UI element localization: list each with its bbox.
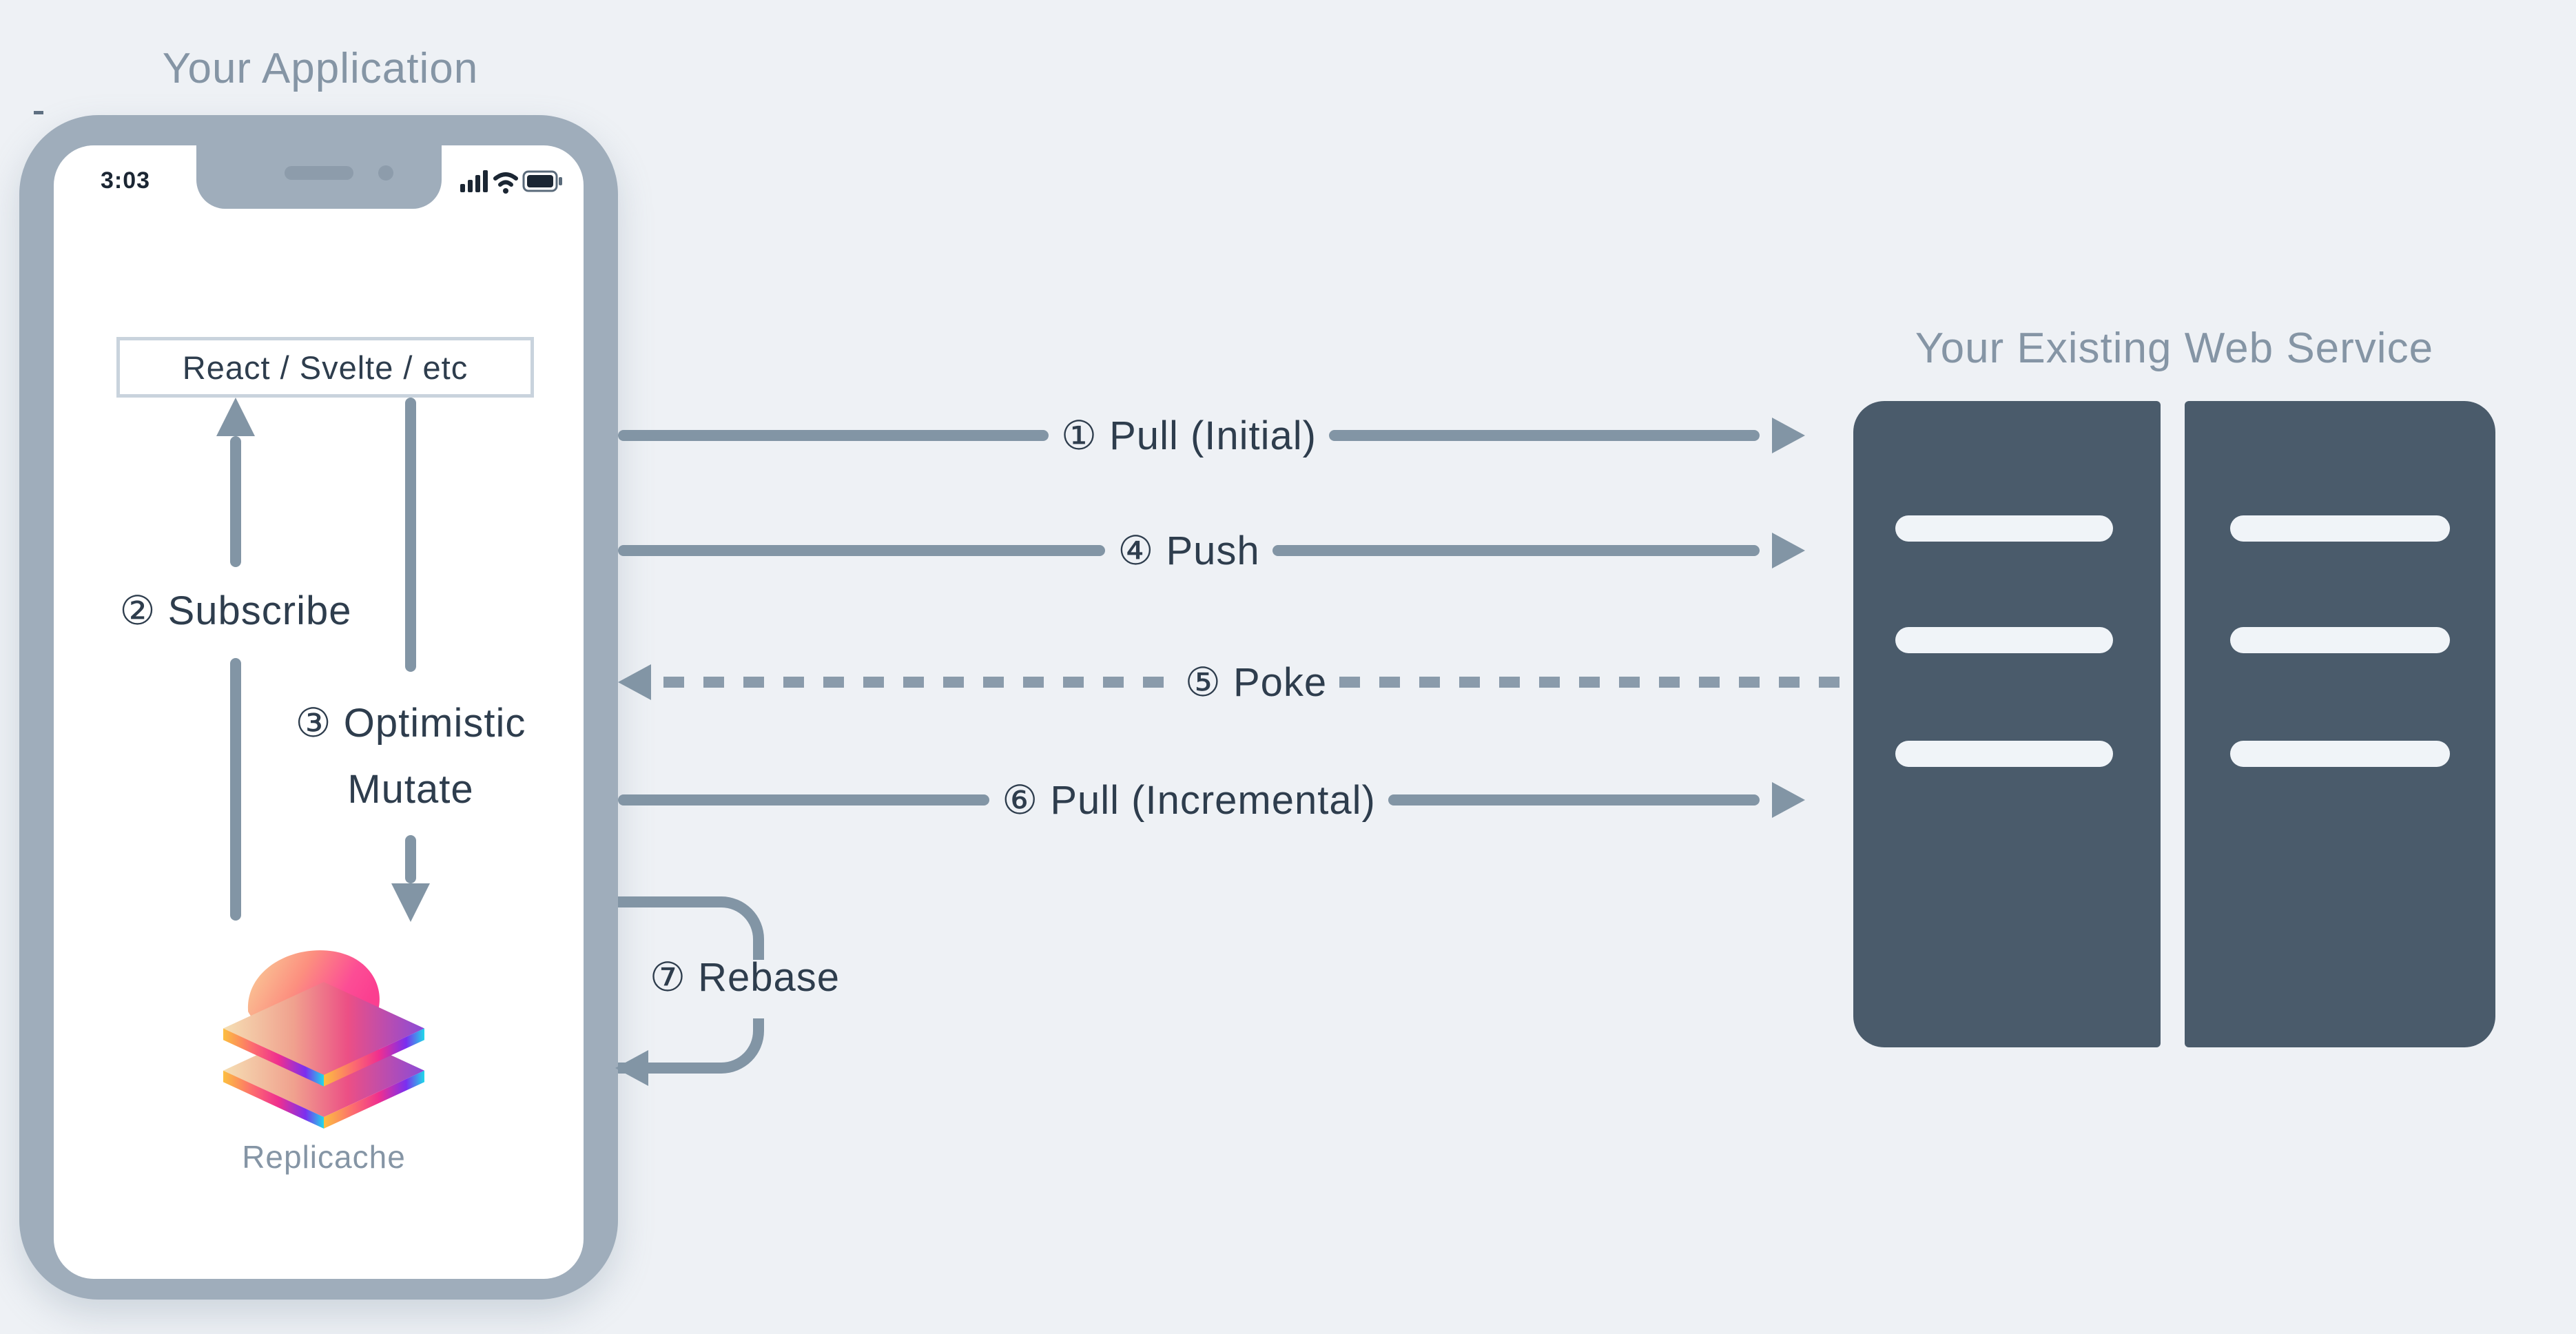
- mutate-arrowhead-icon: [391, 883, 430, 922]
- pull-incremental-label: ⑥ Pull (Incremental): [1002, 778, 1376, 823]
- server-slot: [1895, 741, 2113, 767]
- subscribe-arrowhead-icon: [216, 398, 255, 436]
- push-arrowhead-icon: [1772, 533, 1805, 568]
- push-line: [618, 545, 1106, 556]
- rebase-label: ⑦ Rebase: [650, 955, 841, 1000]
- flow-push: ④ Push: [618, 526, 1805, 575]
- framework-box-label: React / Svelte / etc: [182, 349, 468, 386]
- signal-bars-icon: [460, 170, 488, 192]
- poke-label: ⑤ Poke: [1184, 660, 1328, 705]
- pull-incremental-line: [1388, 794, 1760, 805]
- flow-pull-incremental: ⑥ Pull (Incremental): [618, 775, 1806, 825]
- poke-dashed-line: [663, 677, 1173, 688]
- pull-incremental-arrowhead-icon: [1772, 782, 1806, 818]
- subscribe-arrow-line: [230, 436, 241, 567]
- logo-caption: Replicache: [242, 1139, 406, 1175]
- status-time: 3:03: [101, 167, 151, 194]
- mutate-arrow-line: [405, 835, 416, 883]
- status-icons: [460, 170, 562, 194]
- pull-initial-label: ① Pull (Initial): [1061, 413, 1317, 458]
- flow-poke: ⑤ Poke: [618, 657, 1848, 707]
- rebase-arrowhead-icon: [615, 1050, 648, 1086]
- poke-dashed-line: [1339, 677, 1848, 688]
- server-slot: [2230, 515, 2450, 542]
- mutate-label-line2: Mutate: [347, 767, 474, 812]
- logo-layer-top: [223, 982, 424, 1087]
- mutate-label-line1: ③ Optimistic: [295, 701, 526, 746]
- wifi-dot: [503, 188, 508, 194]
- mutate-label: ③ Optimistic Mutate: [204, 690, 617, 823]
- service-title: Your Existing Web Service: [1915, 325, 2434, 372]
- wifi-icon: [493, 172, 518, 187]
- server-slot: [2230, 741, 2450, 767]
- server-slot: [1895, 515, 2113, 542]
- front-camera-icon: [378, 165, 393, 181]
- push-line: [1272, 545, 1760, 556]
- poke-arrowhead-icon: [618, 664, 651, 700]
- pull-incremental-line: [618, 794, 990, 805]
- framework-box: React / Svelte / etc: [116, 337, 534, 398]
- pull-initial-line: [618, 430, 1049, 441]
- subscribe-arrow-line: [230, 658, 241, 921]
- flow-pull-initial: ① Pull (Initial): [618, 411, 1805, 460]
- pull-initial-line: [1328, 430, 1760, 441]
- mutate-arrow-line: [405, 398, 416, 672]
- phone-frame: 3:03: [19, 115, 618, 1300]
- server-slot: [1895, 627, 2113, 653]
- speaker-grille-icon: [285, 166, 353, 180]
- battery-icon: [522, 170, 562, 192]
- server-tower: [1853, 401, 2161, 1047]
- push-label: ④ Push: [1117, 529, 1260, 573]
- pull-initial-arrowhead-icon: [1772, 418, 1805, 453]
- stray-dash: [34, 111, 43, 114]
- server-slot: [2230, 627, 2450, 653]
- rebase-loop-top: [618, 896, 764, 960]
- subscribe-label: ② Subscribe: [119, 588, 352, 633]
- server-tower: [2185, 401, 2495, 1047]
- replicache-logo: [223, 950, 424, 1129]
- application-title: Your Application: [162, 45, 479, 92]
